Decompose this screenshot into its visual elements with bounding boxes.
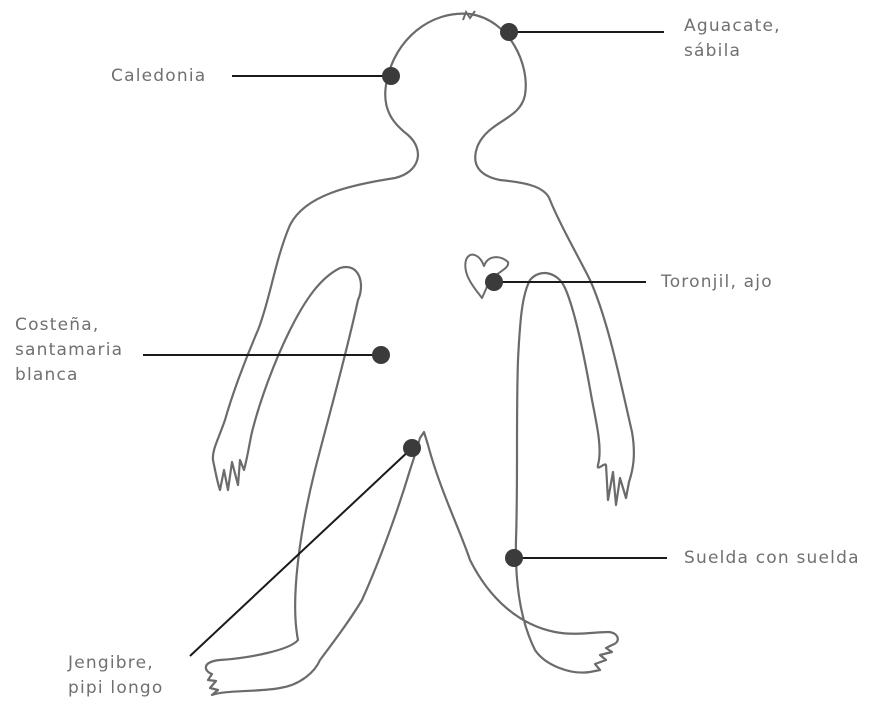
marker-aguacate [500, 23, 518, 41]
label-costena-santamaria: Costeña, santamaria blanca [15, 313, 123, 388]
marker-toronjil [485, 273, 503, 291]
marker-costena [372, 346, 390, 364]
label-caledonia: Caledonia [111, 64, 206, 89]
leader-jengibre [190, 448, 412, 656]
heart-shape [465, 255, 508, 298]
marker-caledonia [382, 67, 400, 85]
label-suelda-con-suelda: Suelda con suelda [684, 546, 860, 571]
label-aguacate-sabila: Aguacate, sábila [684, 14, 781, 64]
label-jengibre-pipi-longo: Jengibre, pipi longo [68, 651, 164, 701]
marker-jengibre [403, 439, 421, 457]
label-toronjil-ajo: Toronjil, ajo [661, 270, 773, 295]
marker-suelda [505, 549, 523, 567]
